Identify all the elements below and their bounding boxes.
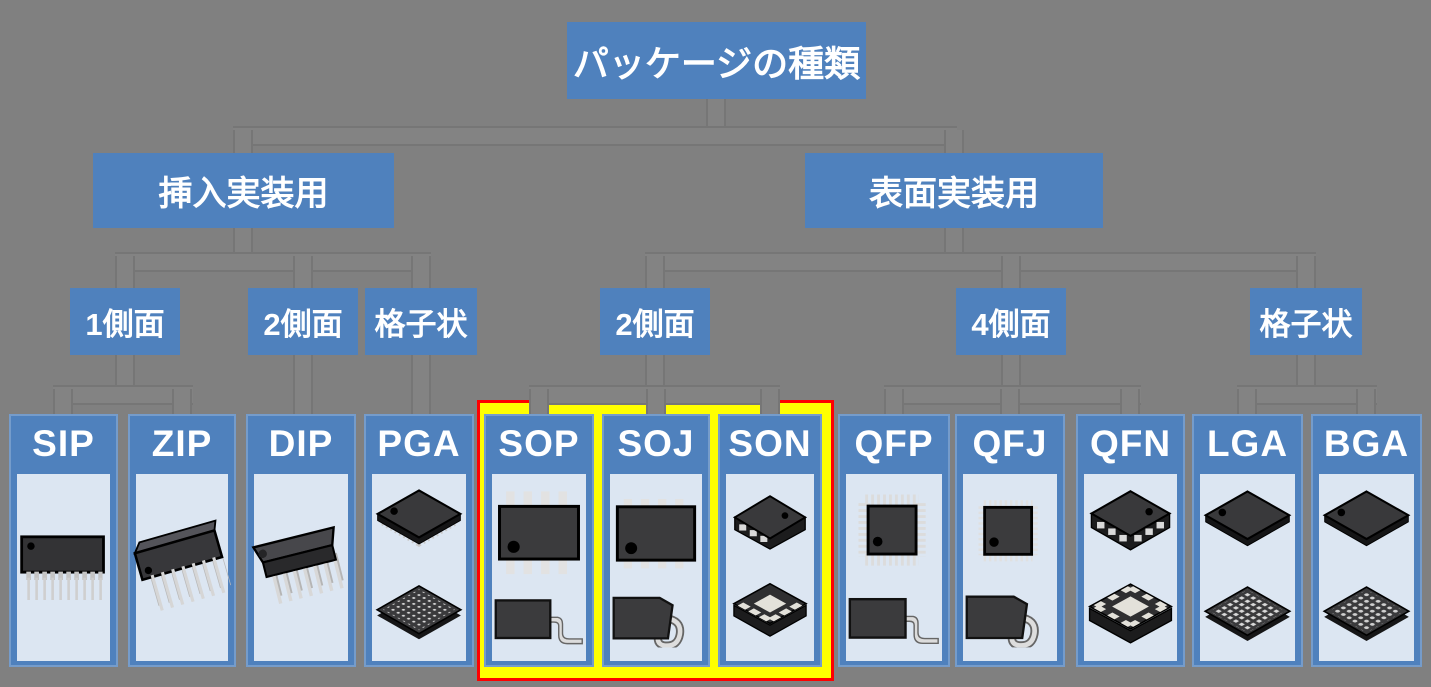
connector-line: [293, 355, 313, 414]
package-label: ZIP: [151, 423, 213, 464]
connector-line: [645, 256, 665, 288]
package-label: QFP: [854, 423, 934, 464]
branch-surface-mount: 表面実装用: [805, 153, 1103, 228]
package-card-soj: SOJ: [602, 414, 710, 667]
pga-illustration: [375, 489, 463, 640]
package-illustration-panel: [963, 474, 1057, 661]
connector-line: [760, 389, 780, 414]
category-grid-surface: 格子状: [1250, 288, 1362, 355]
package-card-qfp: QFP: [838, 414, 950, 667]
package-label: SIP: [32, 423, 95, 464]
package-illustration-panel: [133, 474, 232, 661]
package-illustration-panel: [372, 474, 466, 661]
lga-illustration: [1203, 490, 1292, 642]
qfp-illustration: [848, 494, 940, 645]
package-label: PGA: [377, 423, 461, 464]
sip-illustration: [20, 535, 105, 601]
package-card-qfn: QFN: [1076, 414, 1185, 667]
root-node: パッケージの種類: [567, 22, 866, 99]
package-label: SON: [728, 423, 812, 464]
package-illustration-panel: [251, 474, 349, 661]
package-card-sop: SOP: [484, 414, 594, 667]
connector-line: [1356, 389, 1376, 414]
package-label: QFJ: [972, 423, 1048, 464]
category-grid-insertion: 格子状: [365, 288, 477, 355]
connector-line: [1001, 256, 1021, 288]
connector-line: [1237, 385, 1377, 405]
connector-line: [884, 389, 904, 414]
connector-line: [646, 389, 666, 414]
connector-line: [53, 389, 73, 414]
category-4side-surface: 4側面: [956, 288, 1066, 355]
package-card-qfj: QFJ: [955, 414, 1065, 667]
package-card-bga: BGA: [1311, 414, 1422, 667]
connector-line: [529, 389, 549, 414]
connector-line: [115, 256, 135, 288]
package-label: SOP: [498, 423, 580, 464]
son-illustration: [732, 495, 808, 637]
connector-line: [233, 126, 957, 146]
package-illustration-panel: [1319, 474, 1414, 661]
package-card-son: SON: [718, 414, 822, 667]
package-illustration-panel: [610, 474, 702, 661]
package-label: BGA: [1323, 423, 1410, 464]
package-card-zip: ZIP: [128, 414, 236, 667]
dip-illustration: [251, 525, 349, 605]
connector-line: [411, 256, 431, 288]
package-illustration-panel: [492, 474, 586, 661]
connector-line: [1000, 389, 1020, 414]
package-card-sip: SIP: [9, 414, 118, 667]
package-label: SOJ: [617, 423, 695, 464]
connector-line: [53, 385, 193, 405]
package-label: DIP: [268, 423, 334, 464]
connector-line: [115, 252, 431, 272]
package-label: QFN: [1089, 423, 1172, 464]
zip-illustration: [133, 519, 232, 613]
branch-insertion-mount: 挿入実装用: [93, 153, 394, 228]
package-illustration-panel: [1200, 474, 1295, 661]
category-2side-insertion: 2側面: [248, 288, 358, 355]
sop-illustration: [494, 491, 584, 645]
soj-illustration: [610, 498, 697, 661]
category-1side: 1側面: [70, 288, 180, 355]
connector-line: [944, 130, 964, 153]
package-illustration-panel: [726, 474, 814, 661]
package-card-lga: LGA: [1192, 414, 1303, 667]
package-label: LGA: [1206, 423, 1289, 464]
connector-line: [411, 355, 431, 414]
package-illustration-panel: [846, 474, 942, 661]
connector-line: [1237, 389, 1257, 414]
category-2side-surface: 2側面: [600, 288, 710, 355]
qfn-illustration: [1088, 490, 1173, 644]
connector-line: [233, 130, 253, 153]
connector-line: [172, 389, 192, 414]
package-card-pga: PGA: [364, 414, 474, 667]
package-illustration-panel: [17, 474, 110, 661]
package-card-dip: DIP: [246, 414, 356, 667]
qfj-illustration: [963, 500, 1057, 661]
connector-line: [645, 252, 1316, 272]
connector-line: [1296, 256, 1316, 288]
package-illustration-panel: [1084, 474, 1177, 661]
bga-illustration: [1322, 490, 1411, 642]
connector-line: [293, 256, 313, 288]
connector-line: [1120, 389, 1140, 414]
